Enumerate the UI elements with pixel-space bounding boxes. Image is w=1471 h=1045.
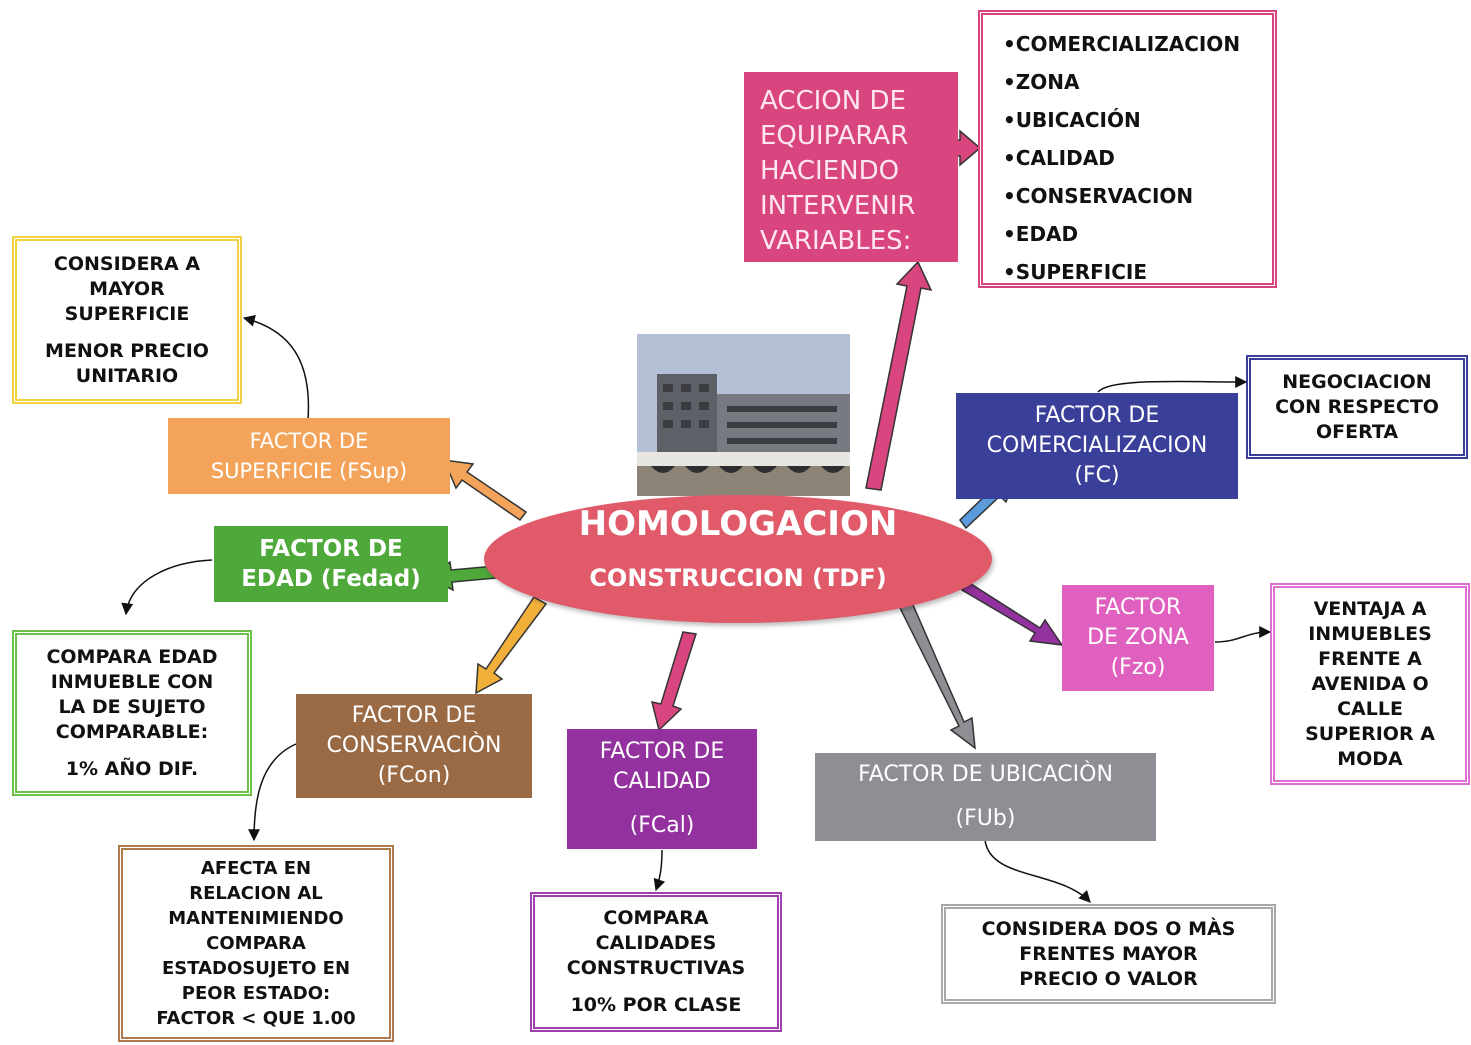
note-line: CON RESPECTO [1275,395,1439,418]
note-line: COMPARA [206,933,306,954]
note-line: FRENTES MAYOR [1019,942,1198,965]
note-line: CALIDADES [595,932,717,954]
note-ubicacion: CONSIDERA DOS O MÀS FRENTES MAYOR PRECIO… [941,904,1276,1004]
note-line: CONSIDERA DOS O MÀS [981,917,1236,940]
factor-superficie: FACTOR DE SUPERFICIE (FSup) [168,418,450,494]
note-line: MAYOR [89,277,165,300]
note-line: NEGOCIACION [1282,370,1432,393]
accion-box: ACCION DE EQUIPARAR HACIENDO INTERVENIR … [744,72,958,262]
variable-item: •SUPERFICIE [1003,260,1148,284]
arrow-to-zona [960,580,1064,646]
factor-line: FACTOR DE UBICACIÒN [858,762,1113,787]
arrow-to-superficie [442,459,528,522]
factor-line: SUPERFICIE (FSup) [210,459,408,483]
note-line: CONSIDERA A [53,252,201,275]
factor-line: FACTOR DE [351,703,477,728]
note-line: INMUEBLES [1308,622,1432,645]
note-line: PRECIO O VALOR [1019,967,1198,990]
note-calidad: COMPARA CALIDADES CONSTRUCTIVAS 10% POR … [530,892,782,1032]
factor-calidad: FACTOR DE CALIDAD (FCal) [567,729,757,849]
center-node: HOMOLOGACION CONSTRUCCION (TDF) [484,495,992,623]
note-line: COMPARA EDAD [46,645,218,668]
note-comercializacion: NEGOCIACION CON RESPECTO OFERTA [1246,355,1468,459]
factor-line: FACTOR DE [249,429,369,453]
building-image [637,334,850,496]
note-line: OFERTA [1315,420,1399,443]
factor-line: FACTOR DE [1034,403,1160,428]
arrow-to-ubicacion [896,596,976,750]
accion-line: ACCION DE [760,86,906,116]
note-line: SUPERFICIE [64,302,190,325]
factor-line: EDAD (Fedad) [241,566,421,592]
factor-comercializacion: FACTOR DE COMERCIALIZACION (FC) [956,393,1238,499]
accion-line: INTERVENIR [760,191,916,221]
note-line: ESTADOSUJETO EN [161,958,351,979]
connector-comercializacion-note [1097,375,1248,393]
note-line: CALLE [1337,697,1403,720]
note-line: PEOR ESTADO: [181,983,331,1004]
note-line: MODA [1337,747,1403,770]
factor-ubicacion: FACTOR DE UBICACIÒN (FUb) [815,753,1156,841]
factor-line: (Fzo) [1110,655,1166,680]
building-photo [637,334,850,496]
factor-line: FACTOR [1094,595,1182,620]
arrow-to-calidad [650,631,697,732]
factor-line: (FCal) [629,813,695,838]
factor-line: DE ZONA [1087,625,1189,650]
note-edad: COMPARA EDAD INMUEBLE CON LA DE SUJETO C… [12,630,252,796]
factor-zona: FACTOR DE ZONA (Fzo) [1062,585,1214,691]
factor-line: (FCon) [377,763,451,788]
variable-item: •CONSERVACION [1003,184,1194,208]
factor-line: CALIDAD [613,769,711,794]
connector-zona-note [1214,626,1272,643]
variable-item: •ZONA [1003,70,1080,94]
accion-line: VARIABLES: [760,226,912,256]
note-line: MANTENIMIENDO [168,908,344,929]
factor-line: COMERCIALIZACION [986,433,1208,458]
note-line: MENOR PRECIO [45,339,209,362]
variable-item: •EDAD [1003,222,1079,246]
center-title: HOMOLOGACION [578,504,898,544]
factor-line: (FUb) [955,806,1016,831]
connector-superficie-note [242,314,310,421]
variable-item: •UBICACIÓN [1003,108,1141,132]
variable-item: •COMERCIALIZACION [1003,32,1241,56]
factor-line: FACTOR DE [259,536,403,562]
note-line: VENTAJA A [1313,597,1427,620]
variable-item: •CALIDAD [1003,146,1115,170]
factor-line: FACTOR DE [599,739,725,764]
note-line: FACTOR < QUE 1.00 [156,1008,356,1029]
note-line: 10% POR CLASE [570,994,742,1016]
connector-calidad-note [653,849,666,892]
variables-box: •COMERCIALIZACION •ZONA •UBICACIÓN •CALI… [978,10,1277,288]
arrow-to-accion [865,260,933,491]
note-line: FRENTE A [1318,647,1422,670]
center-subtitle: CONSTRUCCION (TDF) [589,564,887,592]
note-line: INMUEBLE CON [50,670,214,693]
connector-edad-note [121,559,213,616]
note-line: COMPARA [603,907,709,929]
connector-conservacion-note [248,743,297,842]
note-line: LA DE SUJETO [58,695,206,718]
note-line: RELACION AL [189,883,323,904]
factor-conservacion: FACTOR DE CONSERVACIÒN (FCon) [296,694,532,798]
accion-line: HACIENDO [760,156,900,186]
factor-line: (FC) [1074,463,1120,488]
accion-line: EQUIPARAR [760,121,909,151]
note-line: 1% AÑO DIF. [65,757,199,780]
note-line: CONSTRUCTIVAS [566,957,746,979]
arrow-to-conservacion [475,595,548,695]
note-line: AFECTA EN [200,858,312,879]
note-conservacion: AFECTA EN RELACION AL MANTENIMIENDO COMP… [118,845,394,1042]
note-superficie: CONSIDERA A MAYOR SUPERFICIE MENOR PRECI… [12,236,242,404]
factor-edad: FACTOR DE EDAD (Fedad) [214,526,448,602]
note-line: SUPERIOR A [1305,722,1435,745]
note-line: UNITARIO [75,364,179,387]
factor-line: CONSERVACIÒN [326,733,502,758]
note-line: AVENIDA O [1311,672,1429,695]
note-zona: VENTAJA A INMUEBLES FRENTE A AVENIDA O C… [1270,583,1470,785]
note-line: COMPARABLE: [55,720,209,743]
connector-ubicacion-note [984,839,1091,903]
